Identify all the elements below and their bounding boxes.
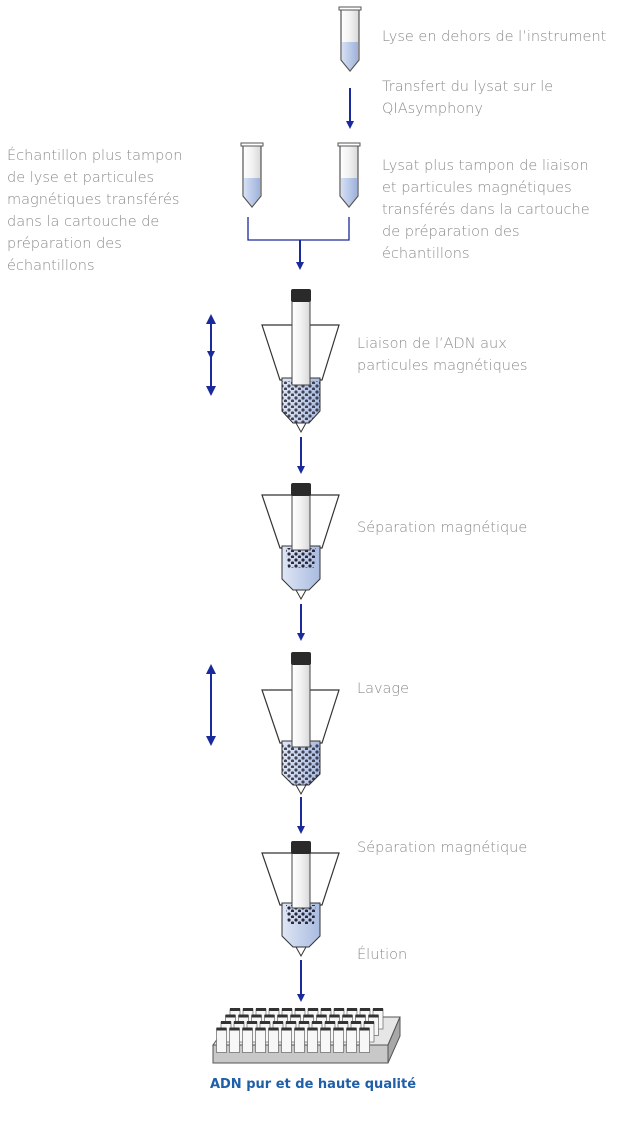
elution-tube bbox=[333, 1028, 344, 1053]
elution-tube-cap bbox=[230, 1008, 240, 1011]
elution-tube-cap bbox=[225, 1014, 236, 1018]
elution-tube-cap bbox=[368, 1014, 379, 1018]
elution-tube-cap bbox=[338, 1021, 348, 1024]
label-elution: Élution bbox=[357, 947, 408, 963]
cartridge-separation-1 bbox=[261, 483, 340, 601]
elution-tube bbox=[359, 1028, 370, 1053]
elution-tube-cap bbox=[303, 1014, 314, 1018]
elution-tube-cap bbox=[229, 1027, 240, 1031]
elution-tube-cap bbox=[269, 1008, 279, 1011]
elution-tube-cap bbox=[256, 1008, 266, 1011]
elution-tube-cap bbox=[281, 1027, 292, 1031]
elution-tube bbox=[255, 1028, 266, 1053]
elution-tube-cap bbox=[299, 1021, 309, 1024]
elution-tube-cap bbox=[364, 1021, 374, 1024]
elution-tube-cap bbox=[342, 1014, 353, 1018]
elution-tube-cap bbox=[242, 1027, 253, 1031]
elution-tube-cap bbox=[243, 1008, 253, 1011]
elution-tube-cap bbox=[277, 1014, 288, 1018]
label-sample-plus-buffer: Échantillon plus tampon de lyse et parti… bbox=[7, 148, 183, 274]
elution-tube-cap bbox=[359, 1027, 370, 1031]
elution-tube-cap bbox=[351, 1021, 361, 1024]
label-lysate-plus-binding: Lysat plus tampon de liaison et particul… bbox=[382, 158, 590, 262]
elution-tube-cap bbox=[355, 1014, 366, 1018]
elution-tube-cap bbox=[307, 1027, 318, 1031]
elution-tube-cap bbox=[216, 1027, 227, 1031]
elution-tube bbox=[346, 1028, 357, 1053]
elution-tube-cap bbox=[316, 1014, 327, 1018]
elution-tube bbox=[294, 1028, 305, 1053]
elution-tube-cap bbox=[286, 1021, 296, 1024]
label-lysis-outside: Lyse en dehors de l’instrument bbox=[382, 29, 607, 45]
elution-tube-cap bbox=[282, 1008, 292, 1011]
elution-tube-cap bbox=[329, 1014, 340, 1018]
elution-plate bbox=[212, 1008, 401, 1064]
elution-tube-cap bbox=[260, 1021, 270, 1024]
elution-tube-cap bbox=[308, 1008, 318, 1011]
elution-tube bbox=[229, 1028, 240, 1053]
elution-tube bbox=[268, 1028, 279, 1053]
elution-tube-cap bbox=[333, 1027, 344, 1031]
lysis-tube bbox=[338, 6, 362, 72]
label-transfer-lysate: Transfert du lysat sur le QIAsymphony bbox=[382, 79, 554, 117]
elution-tube bbox=[242, 1028, 253, 1053]
cartridge-washing bbox=[261, 652, 340, 796]
elution-tube-cap bbox=[347, 1008, 357, 1011]
elution-tube-cap bbox=[221, 1021, 231, 1024]
elution-tube-cap bbox=[320, 1027, 331, 1031]
bidirectional-arrow-2 bbox=[206, 664, 216, 746]
label-magnetic-separation-1: Séparation magnétique bbox=[357, 520, 528, 536]
elution-tube bbox=[320, 1028, 331, 1053]
elution-tube-cap bbox=[346, 1027, 357, 1031]
elution-tube-cap bbox=[325, 1021, 335, 1024]
elution-tube-cap bbox=[251, 1014, 262, 1018]
bidirectional-arrow-1 bbox=[206, 314, 216, 396]
cartridge-separation-2 bbox=[261, 841, 340, 958]
label-magnetic-separation-2: Séparation magnétique bbox=[357, 840, 528, 856]
bracket-connector bbox=[247, 217, 350, 241]
elution-tube-cap bbox=[294, 1027, 305, 1031]
elution-tube-cap bbox=[247, 1021, 257, 1024]
label-washing: Lavage bbox=[357, 681, 410, 697]
elution-tube-cap bbox=[321, 1008, 331, 1011]
elution-tube bbox=[307, 1028, 318, 1053]
elution-tube-cap bbox=[312, 1021, 322, 1024]
cartridge-binding bbox=[261, 289, 340, 434]
elution-tube-cap bbox=[234, 1021, 244, 1024]
label-binding: Liaison de l’ADN aux particules magnétiq… bbox=[357, 336, 528, 374]
sample-tube-right bbox=[337, 142, 361, 208]
elution-tube-cap bbox=[273, 1021, 283, 1024]
elution-tube bbox=[216, 1028, 227, 1053]
elution-tube-cap bbox=[334, 1008, 344, 1011]
elution-tube-cap bbox=[268, 1027, 279, 1031]
elution-tube-cap bbox=[373, 1008, 383, 1011]
elution-tube-cap bbox=[360, 1008, 370, 1011]
sample-tube-left bbox=[240, 142, 264, 208]
elution-tube-cap bbox=[295, 1008, 305, 1011]
elution-tube-cap bbox=[290, 1014, 301, 1018]
elution-tube-cap bbox=[238, 1014, 249, 1018]
final-result-label: ADN pur et de haute qualité bbox=[209, 1077, 417, 1092]
elution-tube bbox=[281, 1028, 292, 1053]
elution-tube-cap bbox=[255, 1027, 266, 1031]
elution-tube-cap bbox=[264, 1014, 275, 1018]
